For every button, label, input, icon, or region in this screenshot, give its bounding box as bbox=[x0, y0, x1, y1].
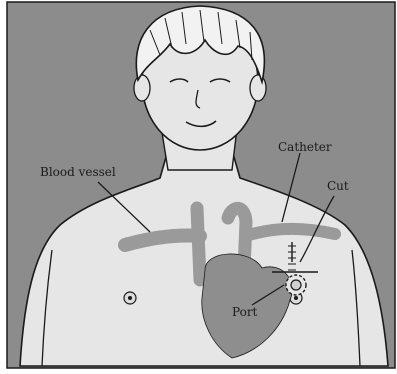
left-ear bbox=[134, 75, 150, 101]
catheter-label: Catheter bbox=[278, 140, 332, 154]
port-label: Port bbox=[232, 305, 257, 319]
cut-label: Cut bbox=[327, 179, 349, 193]
blood-vessel-label: Blood vessel bbox=[40, 165, 116, 179]
left-nipple-center bbox=[128, 296, 132, 300]
port-device-icon bbox=[286, 275, 306, 295]
right-ear bbox=[250, 75, 266, 101]
right-nipple-center bbox=[294, 296, 298, 300]
blood-vessel-vertical-left bbox=[197, 208, 200, 280]
